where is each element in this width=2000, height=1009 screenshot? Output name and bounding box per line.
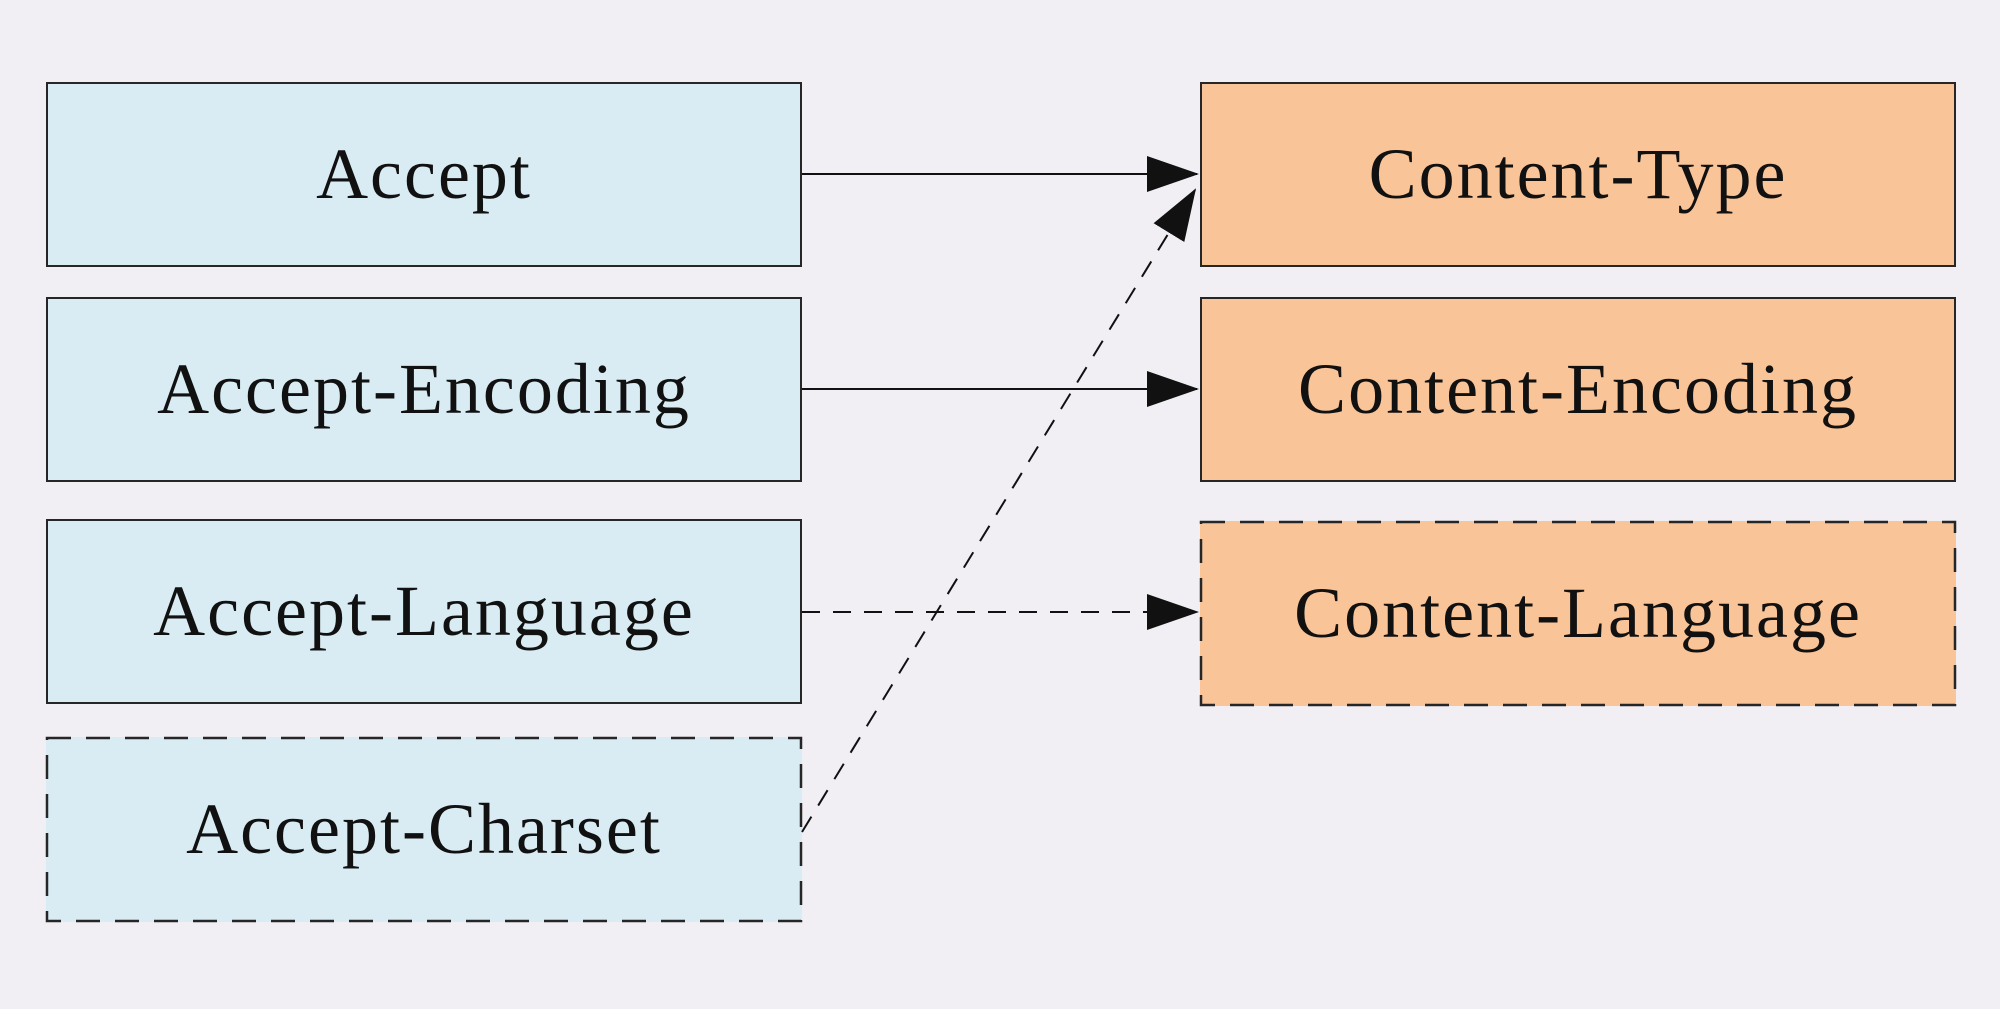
node-accept-charset: Accept-Charset <box>46 737 802 922</box>
node-content-encoding-label: Content-Encoding <box>1298 349 1858 429</box>
node-content-language-label: Content-Language <box>1294 573 1862 653</box>
node-content-language: Content-Language <box>1200 521 1956 706</box>
node-content-type: Content-Type <box>1200 82 1956 267</box>
node-accept-encoding-label: Accept-Encoding <box>157 349 691 429</box>
node-accept: Accept <box>46 82 802 267</box>
node-accept-charset-label: Accept-Charset <box>186 789 662 869</box>
edge-accept-charset-to-content-type <box>801 188 1197 833</box>
node-accept-language-label: Accept-Language <box>153 571 695 651</box>
node-content-type-label: Content-Type <box>1368 134 1788 214</box>
node-accept-label: Accept <box>316 134 532 214</box>
node-accept-language: Accept-Language <box>46 519 802 704</box>
node-content-encoding: Content-Encoding <box>1200 297 1956 482</box>
node-accept-encoding: Accept-Encoding <box>46 297 802 482</box>
